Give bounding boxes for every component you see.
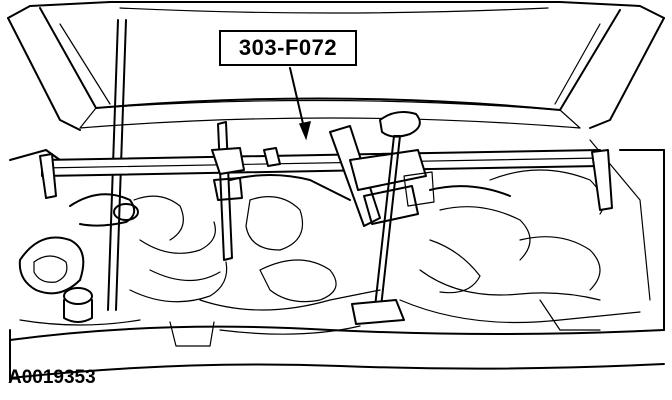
callout-leader [289, 67, 312, 141]
hood-outline [7, 1, 665, 131]
threaded-rod [351, 111, 421, 325]
engine-components [9, 169, 665, 379]
tool-number-label: 303-F072 [238, 35, 338, 60]
fender-lines [9, 139, 665, 381]
figure-id: A0019353 [8, 367, 96, 388]
tool-number-callout: 303-F072 [219, 30, 357, 66]
support-bar [39, 121, 613, 261]
